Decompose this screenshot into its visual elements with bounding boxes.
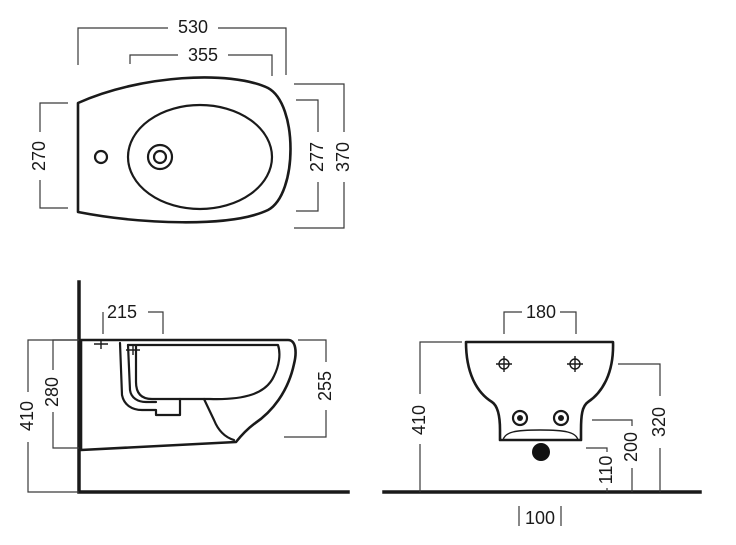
side-view-support <box>202 397 236 442</box>
dimension-410-side: 410 <box>17 401 37 431</box>
top-view-outline <box>76 76 292 224</box>
dimension-line-270 <box>39 102 68 209</box>
dimension-270: 270 <box>29 141 49 171</box>
dimension-410-front: 410 <box>409 405 429 435</box>
front-view-inlet-right-inner <box>558 415 564 421</box>
top-view: 530 355 270 277 370 <box>29 17 353 229</box>
dimension-100: 100 <box>525 508 555 528</box>
top-view-drain-outer <box>146 143 174 171</box>
front-view: 180 410 320 200 110 100 <box>382 302 702 528</box>
dimension-line-280 <box>52 339 79 449</box>
dimension-110: 110 <box>596 456 616 485</box>
dimension-line-110 <box>586 447 608 492</box>
front-view-inlet-left-outer <box>511 409 529 427</box>
front-view-bottom-detail <box>502 429 579 441</box>
front-view-drain <box>532 443 550 461</box>
dimension-370: 370 <box>333 142 353 172</box>
side-view: 215 410 280 255 <box>17 280 350 494</box>
front-view-outline <box>464 340 615 442</box>
dimension-line-277 <box>296 99 319 212</box>
front-view-inlet-left-inner <box>517 415 523 421</box>
dimension-line-320 <box>618 363 661 492</box>
top-view-tap-hole <box>93 149 109 165</box>
front-view-fixing-hole-left <box>496 356 512 372</box>
dimension-line-355 <box>129 54 273 76</box>
dimension-200: 200 <box>621 432 641 462</box>
side-view-fixing-marks <box>94 339 140 355</box>
dimension-line-530 <box>77 27 287 75</box>
front-view-inlet-right-outer <box>552 409 570 427</box>
top-view-bowl <box>126 103 274 211</box>
dimension-215: 215 <box>107 302 137 322</box>
dimension-355: 355 <box>188 45 218 65</box>
side-view-siphon-inner <box>126 343 158 404</box>
dimension-277: 277 <box>307 142 327 172</box>
dimension-320: 320 <box>649 407 669 437</box>
dimension-line-180 <box>503 311 577 334</box>
dimension-line-370 <box>294 83 345 229</box>
dimension-530: 530 <box>178 17 208 37</box>
side-view-outline <box>79 338 297 452</box>
dimension-line-255 <box>284 339 327 438</box>
dimension-line-100 <box>518 506 562 526</box>
dimension-280: 280 <box>42 377 62 407</box>
dimension-255: 255 <box>315 371 335 401</box>
front-view-fixing-hole-right <box>567 356 583 372</box>
side-view-siphon <box>118 341 182 417</box>
dimension-line-410-front <box>419 341 462 492</box>
dimension-line-200 <box>592 419 633 492</box>
top-view-drain-inner <box>152 149 168 165</box>
dimension-180: 180 <box>526 302 556 322</box>
dimension-line-215 <box>102 311 164 334</box>
side-view-basin <box>126 343 281 401</box>
